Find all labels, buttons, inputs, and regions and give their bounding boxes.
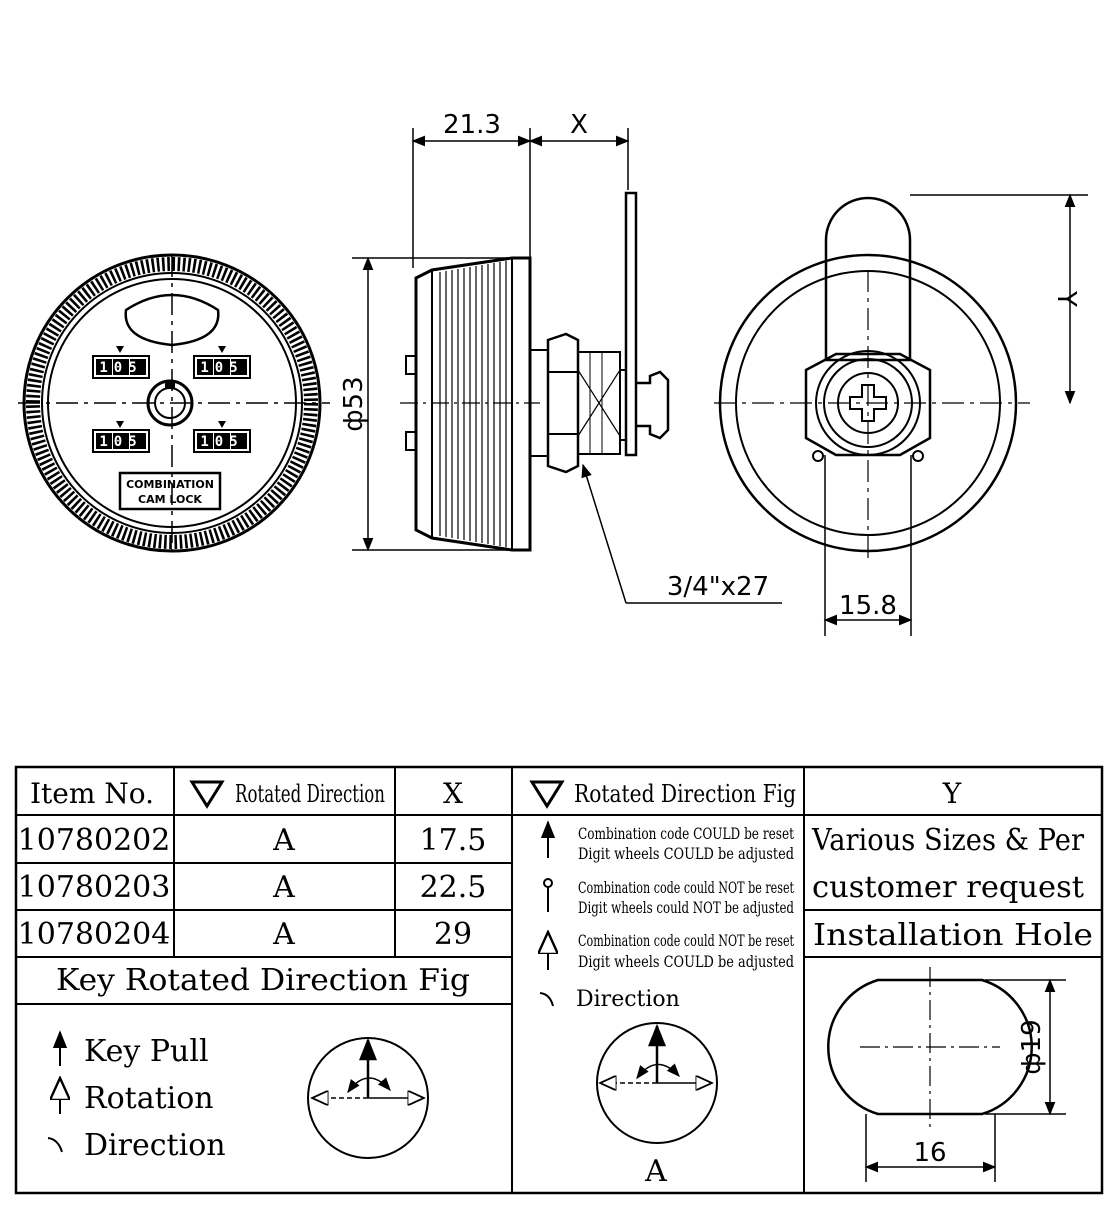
row-3-item: 10780204: [18, 917, 171, 952]
knurl-lines: [439, 261, 507, 547]
window-oval: [124, 293, 220, 347]
hex-nut: [546, 332, 580, 474]
hole-dim-19: ф19: [1017, 1019, 1047, 1074]
row-1-item: 10780202: [18, 823, 171, 858]
dim-x: X: [570, 110, 588, 140]
dim-thread: 3/4"x27: [667, 572, 769, 602]
digit-wheel-3: [92, 421, 150, 453]
screw-head: [636, 370, 670, 440]
phillips-head: [849, 384, 887, 422]
keyway-slot: [165, 380, 175, 388]
body-outline: [414, 256, 532, 552]
installation-hole-title: Installation Hole: [813, 918, 1093, 953]
notes-direction: Direction: [576, 987, 680, 1012]
knurled-rim-band: [26, 257, 318, 549]
legend-direction-symbol: [47, 1137, 63, 1153]
header-rotated-direction-fig: Rotated Direction Fig: [574, 780, 796, 808]
digit-wheel-2-text: 105: [200, 360, 243, 376]
side-view: [400, 191, 670, 552]
cam-plate: [624, 191, 638, 457]
header-item-no: Item No.: [30, 777, 154, 810]
front-view: [18, 253, 330, 553]
header-rotated-direction: Rotated Direction: [235, 780, 385, 808]
legend-rotation: Rotation: [84, 1081, 214, 1116]
digit-wheel-2: [193, 346, 251, 379]
header-x: X: [443, 777, 463, 810]
legend-direction: Direction: [84, 1128, 226, 1163]
triangle-icon: [189, 780, 225, 809]
row-3-dir: A: [272, 917, 295, 952]
row-2-item: 10780203: [18, 870, 171, 905]
row-1-x: 17.5: [420, 823, 487, 858]
dimensions: [352, 128, 1088, 636]
legend-key-pull: Key Pull: [84, 1034, 209, 1069]
note-1-line2: Digit wheels COULD be adjusted: [578, 844, 794, 863]
key-fig-title: Key Rotated Direction Fig: [56, 963, 470, 998]
y-value-line2: customer request: [812, 870, 1084, 905]
digit-wheel-1: [92, 346, 150, 379]
direction-symbol: [539, 992, 554, 1007]
row-1-dir: A: [272, 823, 295, 858]
fixed-symbol: [543, 878, 553, 888]
fig-a-label: A: [644, 1154, 667, 1189]
thread-body: [529, 349, 549, 457]
rear-view: [714, 196, 1030, 560]
triangle-icon: [529, 780, 565, 809]
face-label-line1: COMBINATION: [126, 478, 214, 491]
dim-y: Y: [1051, 290, 1081, 307]
rear-cam: [824, 196, 912, 362]
note-3-line2: Digit wheels COULD be adjusted: [578, 952, 794, 971]
row-2-dir: A: [272, 870, 295, 905]
digit-wheel-3-text: 105: [99, 434, 142, 450]
row-3-x: 29: [434, 917, 472, 952]
spec-table-grid: [14, 765, 1104, 1195]
face-label-line2: CAM LOCK: [138, 493, 202, 506]
row-2-x: 22.5: [420, 870, 487, 905]
dim-21-3: 21.3: [443, 110, 501, 140]
key-direction-figure: [307, 1037, 429, 1159]
fig-a-figure: [596, 1022, 718, 1144]
hole-dim-16: 16: [913, 1138, 946, 1168]
y-value-line1: Various Sizes & Per: [811, 823, 1085, 858]
digit-wheel-1-text: 105: [99, 360, 142, 376]
note-2-line1: Combination code could NOT be reset: [578, 878, 794, 897]
rear-hex: [804, 352, 932, 457]
installation-hole-figure: [827, 967, 1066, 1182]
dim-15-8: 15.8: [839, 591, 897, 621]
note-2-line2: Digit wheels could NOT be adjusted: [578, 898, 794, 917]
note-3-line1: Combination code could NOT be reset: [578, 931, 794, 950]
face-label-box: [118, 471, 222, 511]
digit-wheel-4: [193, 421, 251, 453]
header-y: Y: [942, 777, 962, 810]
digit-wheel-4-text: 105: [200, 434, 243, 450]
dim-53: ф53: [339, 376, 369, 431]
note-1-line1: Combination code COULD be reset: [578, 824, 794, 843]
